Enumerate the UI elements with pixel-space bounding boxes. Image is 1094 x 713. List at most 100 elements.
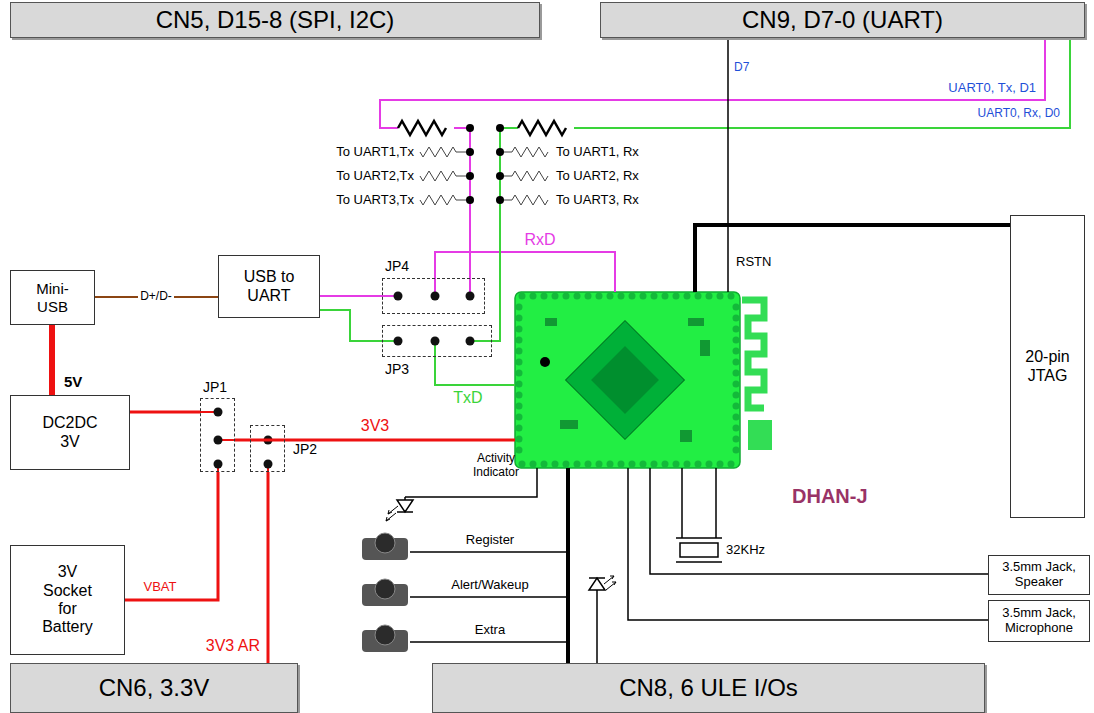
module-board [742,300,764,408]
node-label: 3V Socket for Battery [32,563,104,637]
module-board [662,293,669,300]
crystal-symbol [680,543,718,557]
module-board [563,293,570,300]
module-board [662,461,669,468]
module-board [516,293,740,468]
signal-label: RxD [522,231,557,249]
module-board [733,447,740,454]
module-board [607,461,614,468]
junction-dot [496,148,504,156]
module-board [515,292,772,468]
module-board [596,293,603,300]
module-board [516,304,523,311]
wire-connector [320,310,382,341]
module-board [748,420,772,450]
node-label: CN6, 3.3V [99,674,210,702]
node-label: 3.5mm Jack, Microphone [994,606,1084,636]
junction-dot [466,148,474,156]
node-label: 20-pin JTAG [1017,348,1079,385]
module-board [717,293,724,300]
wire-connector [435,357,515,385]
audio-jack: 3.5mm Jack, Microphone [988,600,1090,642]
resistor-symbol [420,171,470,181]
jumper-block: JP3 [382,325,492,357]
node-label: Mini-USB [28,280,78,315]
module-board [516,337,523,344]
led-label: Activity Indicator [459,452,534,480]
jumper-block: JP2 [250,425,285,472]
module-board [673,293,680,300]
resistor-symbol [500,171,548,181]
module-board [540,357,550,367]
crystal-label: 32KHz [726,543,765,558]
crystal-symbol [676,537,722,539]
module-board [585,293,592,300]
node-label: JP4 [385,258,409,274]
module-board [541,293,548,300]
button-label: Extra [475,623,505,638]
module-board [541,461,548,468]
node-label: CN8, 6 ULE I/Os [619,674,798,702]
wire-connector [492,38,1070,341]
signal-label: D+/D- [138,290,174,304]
wire-connector [566,468,570,663]
node-label: DC2DC 3V [40,414,100,451]
module-board [733,425,740,432]
module-board [680,430,692,442]
module-board [566,321,685,440]
module-board [516,326,523,333]
node-label: 3.5mm Jack, Speaker [994,560,1084,590]
wire-connector [320,295,382,297]
crystal-symbol [676,561,722,563]
resistor-symbol [518,121,566,135]
resistor-symbol [500,147,548,157]
module-board [519,293,526,300]
led-symbol [386,497,616,590]
module-board [515,292,740,468]
module-board [530,293,537,300]
connector-header: CN6, 3.3V [10,663,298,713]
module-board [574,461,581,468]
node-label: USB to UART [229,268,309,305]
module-board [695,293,702,300]
node-label: CN9, D7-0 (UART) [742,6,943,34]
node-label: JP2 [293,441,317,457]
module-board [596,461,603,468]
wire-connector [435,252,615,292]
module-board [530,461,537,468]
module-board [629,293,636,300]
resistor-symbol [500,195,548,205]
module-board [574,293,581,300]
module-board [545,318,557,326]
wire-connector [235,439,515,442]
node-label: DHAN-J [792,485,868,508]
module-board [733,381,740,388]
wire-connector [125,472,218,600]
module-board [684,293,691,300]
junction-dot [496,196,504,204]
module-board [733,414,740,421]
wire-connector [628,468,988,620]
resistor-symbol [398,121,574,135]
module-board [516,370,523,377]
module-board [733,337,740,344]
wire-connector [727,38,729,292]
module-board [618,293,625,300]
node-label: CN5, D15-8 (SPI, I2C) [156,6,395,34]
signal-wire [405,468,716,663]
jumper-pin [264,460,273,469]
push-button [375,579,395,599]
module-board [717,461,724,468]
module-board [733,304,740,311]
module-board [516,436,523,443]
signal-label: 3V3 [359,417,391,435]
signal-label: UART0, Rx, D0 [976,107,1062,121]
node-label: JP3 [385,361,409,377]
uart-label: To UART1, Rx [556,145,639,160]
button-label: Register [466,533,514,548]
uart-label: To UART1,Tx [336,145,414,160]
module-board [728,293,735,300]
wire-connector [130,411,200,414]
jumper-pin [394,337,403,346]
